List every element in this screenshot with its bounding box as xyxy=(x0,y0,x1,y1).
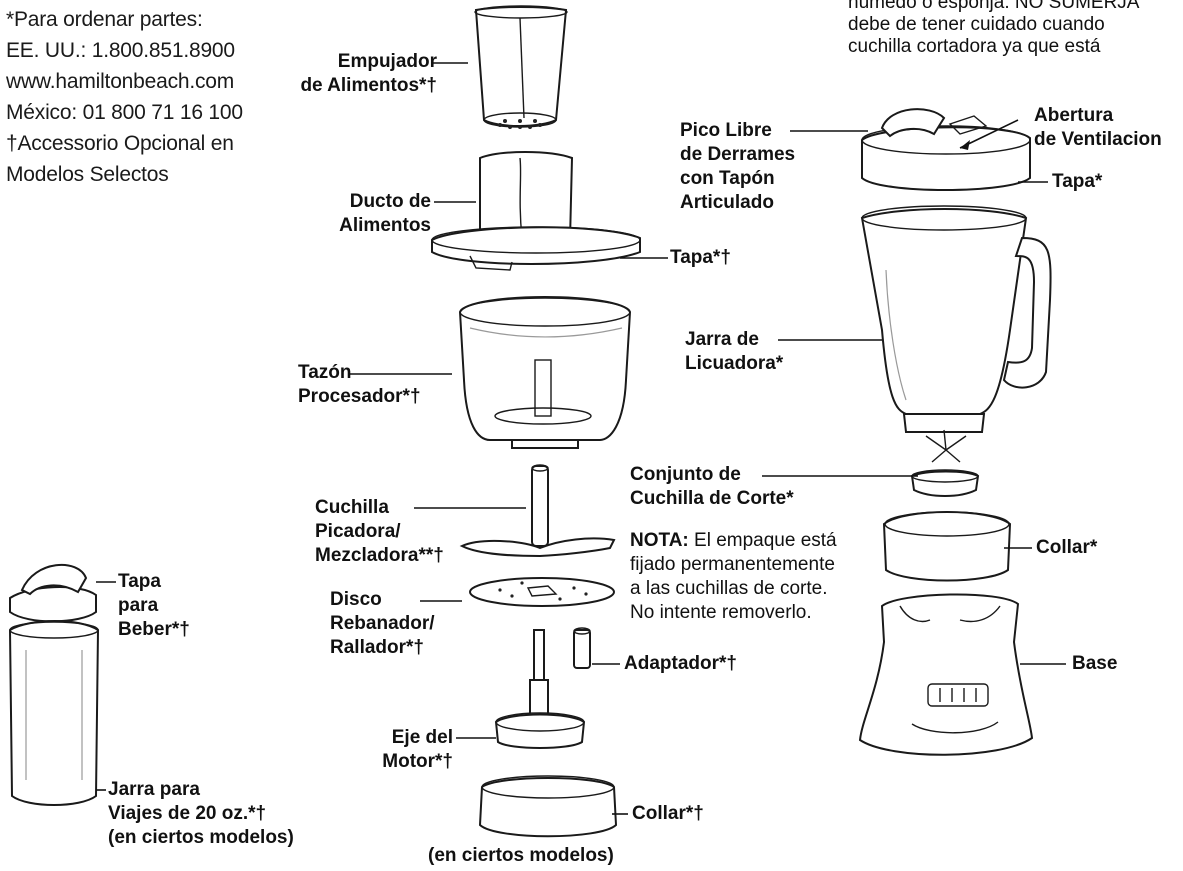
label-jarra-viajes: Jarra para Viajes de 20 oz.*† (en cierto… xyxy=(108,778,294,850)
label-jarra-licuadora: Jarra de Licuadora* xyxy=(685,328,783,376)
label-line: Collar* xyxy=(1036,537,1098,558)
label-disco: Disco Rebanador/ Rallador*† xyxy=(330,588,435,660)
label-abertura: Abertura de Ventilacion xyxy=(1034,104,1162,152)
label-en-ciertos-modelos: (en ciertos modelos) xyxy=(428,844,614,868)
cleaning-note: húmedo o esponja. NO SUMERJA debe de ten… xyxy=(848,0,1183,58)
website-link[interactable]: www.hamiltonbeach.com xyxy=(6,70,235,93)
label-base: Base xyxy=(1072,652,1117,676)
label-line: Tapa*† xyxy=(670,247,731,268)
label-line: (en ciertos modelos) xyxy=(428,845,614,866)
label-collar-licuadora: Collar* xyxy=(1036,536,1097,560)
label-line: Articulado xyxy=(680,192,774,213)
label-line: con Tapón xyxy=(680,168,775,189)
label-line: Pico Libre xyxy=(680,120,772,141)
motor-shaft-drawing xyxy=(494,629,586,749)
nota-line: fijado permanentemente xyxy=(630,554,835,575)
label-cuchilla-picadora: Cuchilla Picadora/ Mezcladora**† xyxy=(315,496,444,568)
nota-line: No intente removerlo. xyxy=(630,602,812,623)
label-pico: Pico Libre de Derrames con Tapón Articul… xyxy=(680,119,795,215)
cleaning-note-line: cuchilla cortadora ya que está xyxy=(848,36,1101,57)
optional-accessory-note: †Accessorio Opcional en xyxy=(6,132,234,155)
label-adaptador: Adaptador*† xyxy=(624,652,737,676)
label-line: Jarra de xyxy=(685,329,759,350)
label-line: Empujador xyxy=(337,51,437,72)
label-line: de Alimentos*† xyxy=(300,75,437,96)
label-line: Procesador*† xyxy=(298,386,421,407)
nota-heading: NOTA: xyxy=(630,530,689,551)
label-line: Adaptador*† xyxy=(624,653,737,674)
label-line: Tazón xyxy=(298,362,352,383)
mexico-phone: México: 01 800 71 16 100 xyxy=(6,101,243,124)
blender-jar-drawing xyxy=(860,205,1052,433)
label-line: Cuchilla de Corte* xyxy=(630,488,794,509)
food-chute-lid-drawing xyxy=(431,151,641,271)
travel-jar-drawing xyxy=(8,620,100,806)
label-collar-procesador: Collar*† xyxy=(632,802,704,826)
food-pusher-drawing xyxy=(474,5,568,129)
label-line: Mezcladora**† xyxy=(315,545,444,566)
label-line: Tapa xyxy=(118,571,161,592)
processor-collar-drawing xyxy=(478,775,618,838)
label-line: Motor*† xyxy=(382,751,453,772)
label-line: Viajes de 20 oz.*† xyxy=(108,803,267,824)
label-conjunto: Conjunto de Cuchilla de Corte* xyxy=(630,463,794,511)
base-drawing xyxy=(858,593,1034,756)
blender-collar-drawing xyxy=(882,511,1012,582)
label-empujador: Empujador de Alimentos*† xyxy=(300,50,437,98)
nota-gasket: NOTA: El empaque está fijado permanentem… xyxy=(630,529,837,625)
label-line: Disco xyxy=(330,589,382,610)
nota-line: NOTA: El empaque está xyxy=(630,529,837,553)
label-ducto: Ducto de Alimentos xyxy=(339,190,431,238)
label-line: Jarra para xyxy=(108,779,200,800)
label-line: Ducto de xyxy=(349,191,431,212)
chopping-blade-drawing xyxy=(459,464,616,558)
drink-lid-drawing xyxy=(9,563,97,623)
label-line: Beber*† xyxy=(118,619,190,640)
cleaning-note-line: debe de tener cuidado cuando xyxy=(848,14,1105,35)
leader-lines xyxy=(96,62,1066,815)
order-parts-heading: *Para ordenar partes: xyxy=(6,8,203,31)
label-line: Eje del xyxy=(391,727,453,748)
cutting-blade-assembly-drawing xyxy=(910,429,980,497)
label-line: Alimentos xyxy=(339,215,431,236)
processor-bowl-drawing xyxy=(458,296,632,449)
parts-order-info: *Para ordenar partes: EE. UU.: 1.800.851… xyxy=(6,4,243,190)
blender-lid-drawing xyxy=(861,108,1031,191)
label-line: Abertura xyxy=(1034,105,1114,126)
label-line: Base xyxy=(1072,653,1118,674)
label-tapa-licuadora: Tapa* xyxy=(1052,170,1102,194)
label-line: Cuchilla xyxy=(315,497,389,518)
slicing-disc-drawing xyxy=(469,577,615,607)
label-line: Collar*† xyxy=(632,803,704,824)
adapter-drawing xyxy=(573,627,591,669)
label-line: Conjunto de xyxy=(630,464,741,485)
label-line: de Ventilacion xyxy=(1034,129,1162,150)
label-eje: Eje del Motor*† xyxy=(382,726,453,774)
nota-text: El empaque está xyxy=(688,530,837,551)
label-tazon: Tazón Procesador*† xyxy=(298,361,421,409)
optional-accessory-note-2: Modelos Selectos xyxy=(6,163,169,186)
label-line: Tapa* xyxy=(1052,171,1103,192)
label-line: Rebanador/ xyxy=(330,613,435,634)
label-line: (en ciertos modelos) xyxy=(108,827,294,848)
label-line: Rallador*† xyxy=(330,637,424,658)
label-line: de Derrames xyxy=(680,144,796,165)
label-line: Licuadora* xyxy=(685,353,784,374)
label-line: para xyxy=(118,595,159,616)
nota-line: a las cuchillas de corte. xyxy=(630,578,828,599)
label-tapa-beber: Tapa para Beber*† xyxy=(118,570,190,642)
us-phone: EE. UU.: 1.800.851.8900 xyxy=(6,39,235,62)
label-line: Picadora/ xyxy=(315,521,401,542)
label-tapa-procesador: Tapa*† xyxy=(670,246,731,270)
cleaning-note-line: húmedo o esponja. NO SUMERJA xyxy=(848,0,1140,13)
